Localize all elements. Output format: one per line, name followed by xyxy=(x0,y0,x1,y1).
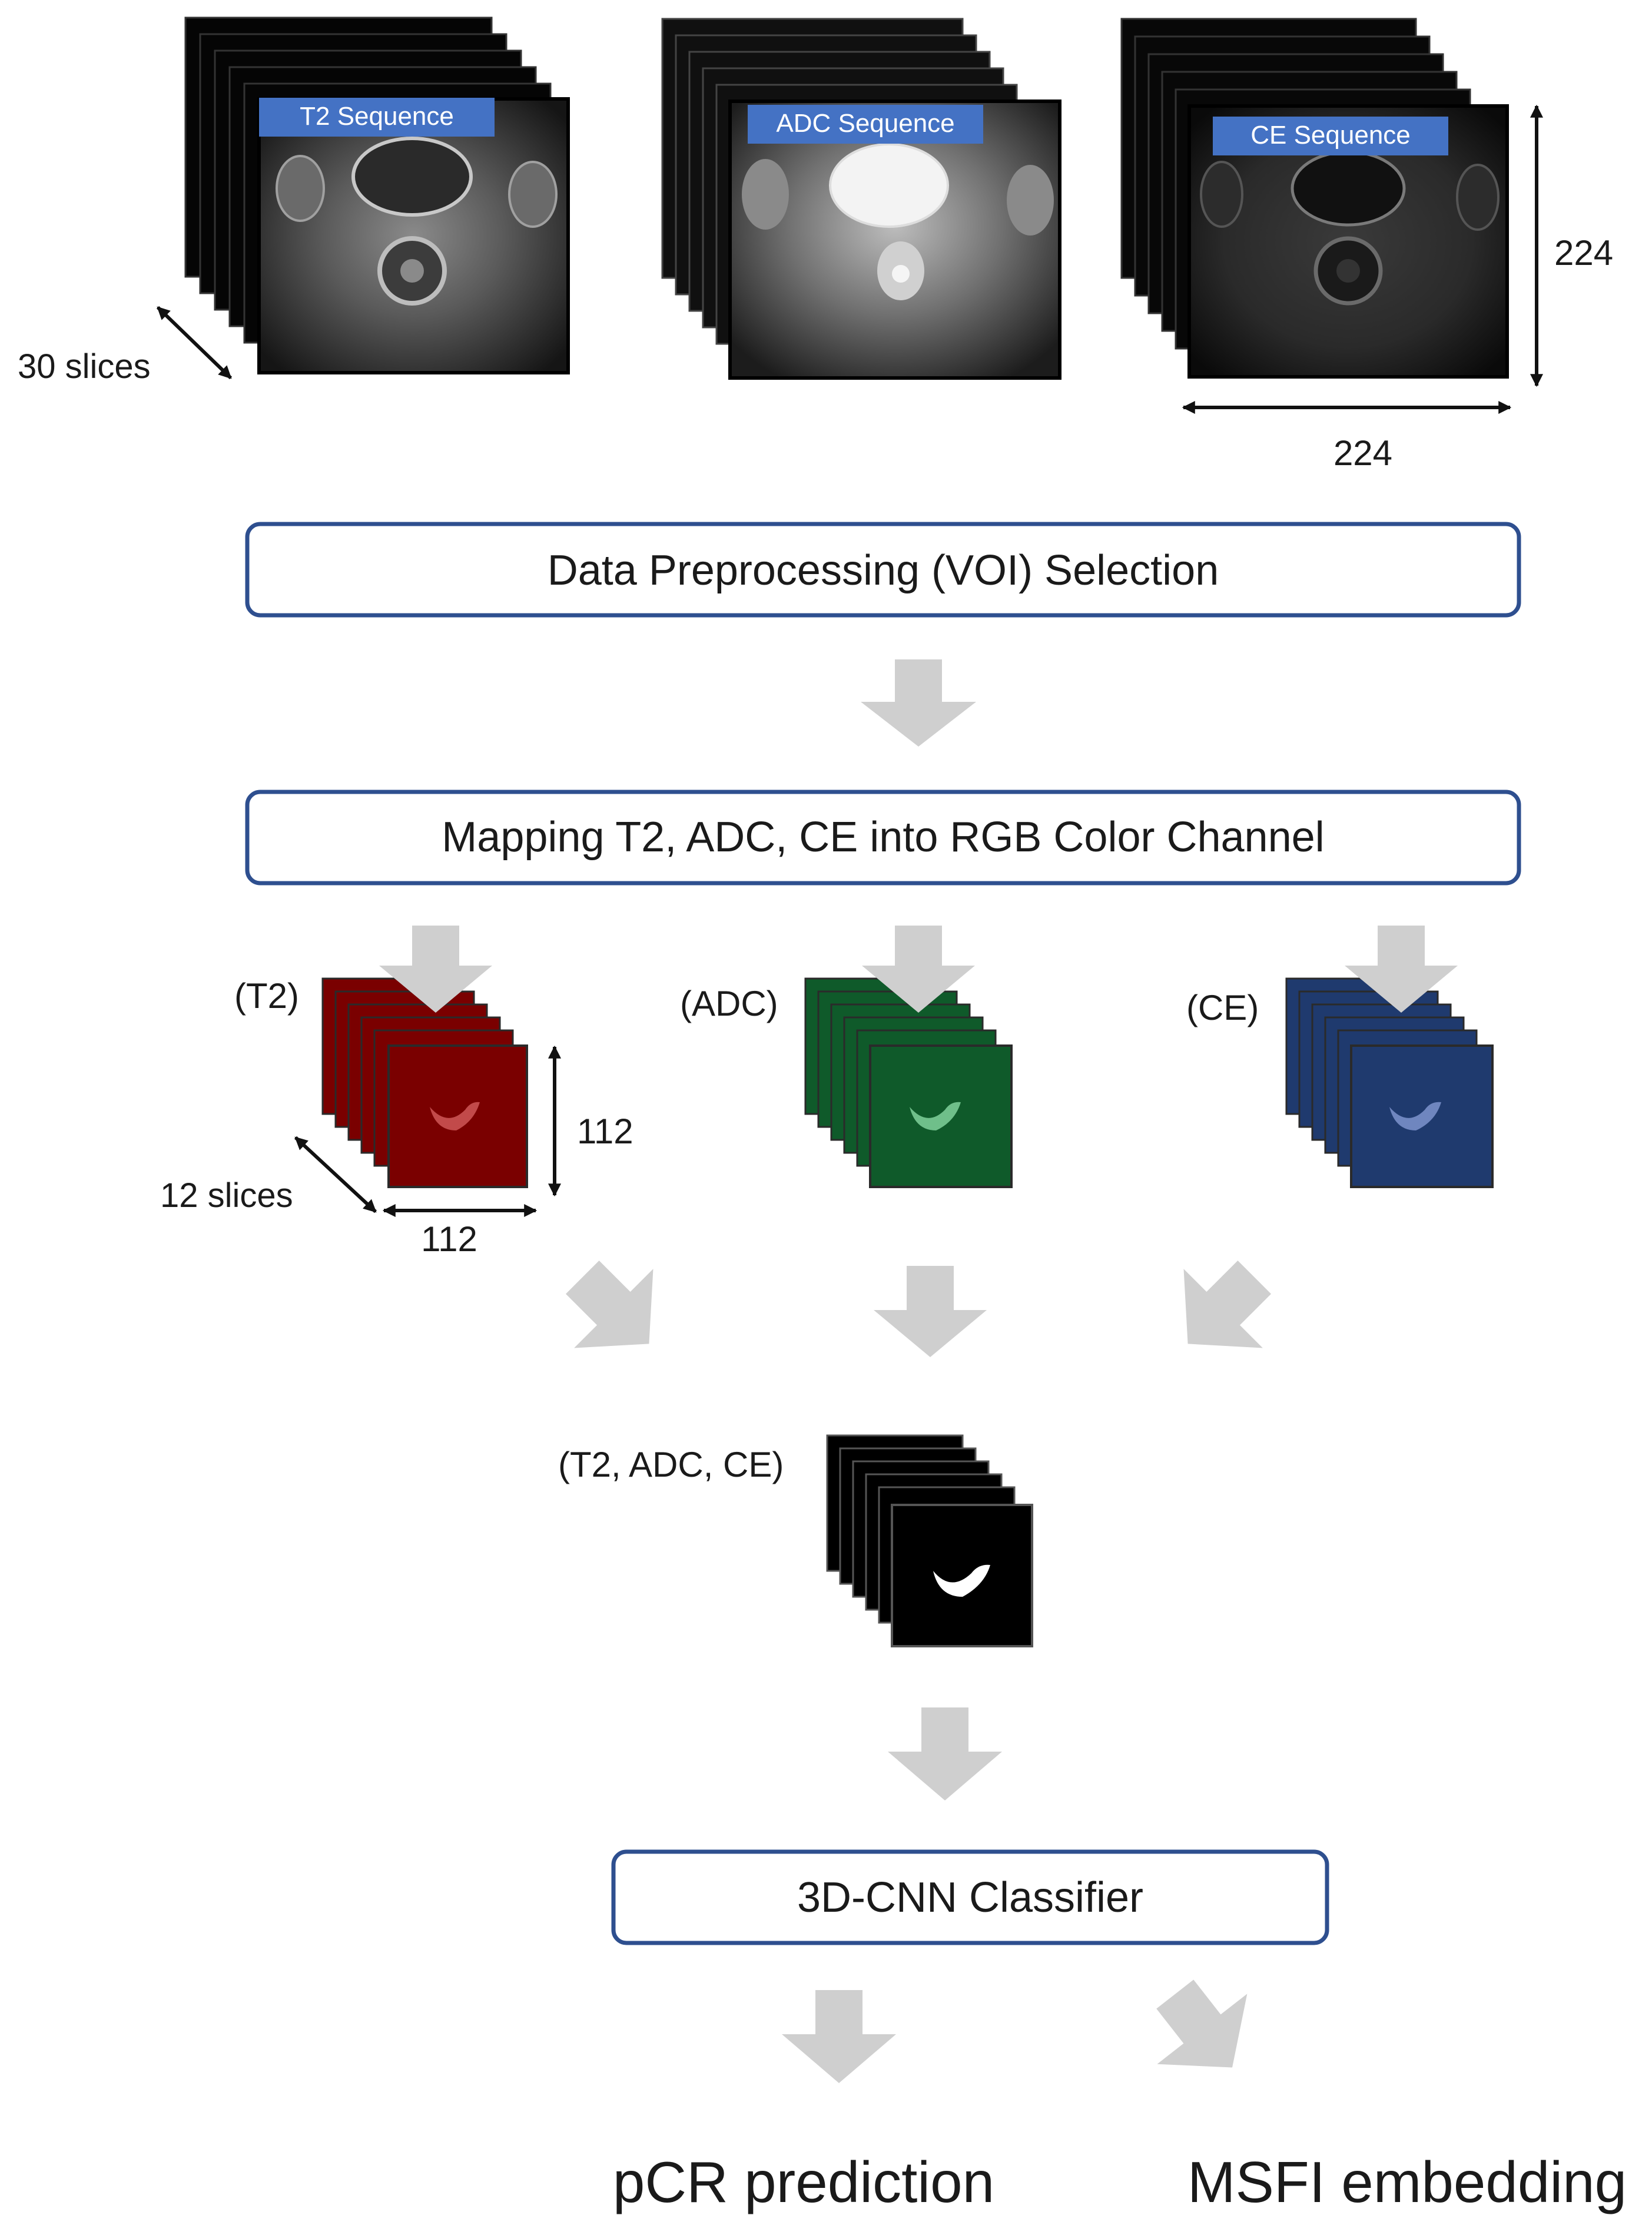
adc-sequence-label: ADC Sequence xyxy=(776,109,954,138)
ce-channel-stack xyxy=(1285,977,1494,1188)
ce-sequence-label-bg xyxy=(1213,117,1448,155)
t2-sequence-label-bg xyxy=(259,98,495,137)
adc-tumor-mask xyxy=(910,1102,961,1130)
flow-arrow-adc xyxy=(862,926,975,1013)
flow-arrow-to-pcr xyxy=(782,1990,896,2083)
depth-arrow-30 xyxy=(156,306,233,380)
flow-arrow-converge-right xyxy=(1183,1261,1271,1348)
combined-front xyxy=(891,1504,1033,1647)
slices-label-12: 12 slices xyxy=(160,1176,293,1215)
adc-sequence-label-bg xyxy=(748,105,983,144)
t2-tumor-mask xyxy=(430,1102,480,1130)
flow-arrow-converge-center xyxy=(874,1266,987,1357)
height-label-112: 112 xyxy=(577,1112,633,1151)
adc-channel-stack xyxy=(804,977,1013,1188)
pcr-prediction-label: pCR prediction xyxy=(613,2150,994,2214)
t2-sequence-label: T2 Sequence xyxy=(300,102,454,131)
width-label-224: 224 xyxy=(1333,433,1392,473)
adc-sequence-stack: ADC Sequence xyxy=(661,18,1061,380)
mapping-label: Mapping T2, ADC, CE into RGB Color Chann… xyxy=(442,814,1324,861)
preprocessing-box xyxy=(245,522,1521,618)
height-label-224: 224 xyxy=(1554,233,1613,273)
t2-channel-stack xyxy=(321,977,528,1188)
flow-arrow-1 xyxy=(861,659,976,747)
flow-arrow-converge-left xyxy=(566,1261,653,1348)
classifier-label: 3D-CNN Classifier xyxy=(797,1874,1143,1921)
flow-arrow-to-classifier xyxy=(888,1707,1002,1800)
adc-channel-label: (ADC) xyxy=(680,984,778,1023)
slices-label-30: 30 slices xyxy=(18,347,151,386)
ce-sequence-label: CE Sequence xyxy=(1250,121,1411,150)
depth-arrow-12 xyxy=(294,1136,377,1213)
classifier-box xyxy=(611,1849,1329,1945)
ce-tumor-mask xyxy=(1389,1102,1441,1130)
preprocessing-label: Data Preprocessing (VOI) Selection xyxy=(548,547,1219,594)
combined-label: (T2, ADC, CE) xyxy=(558,1445,784,1484)
mapping-box xyxy=(245,790,1521,886)
combined-rgb-stack xyxy=(826,1434,1033,1647)
ce-sequence-stack: CE Sequence xyxy=(1120,18,1509,379)
combined-tumor-mask xyxy=(933,1564,990,1597)
msfi-embedding-label: MSFI embedding xyxy=(1187,2150,1627,2214)
flow-arrow-ce xyxy=(1345,926,1458,1013)
flow-arrow-t2 xyxy=(379,926,492,1013)
flow-arrow-to-msfi xyxy=(1156,1979,1248,2068)
width-label-112: 112 xyxy=(421,1219,477,1259)
t2-sequence-stack: T2 Sequence xyxy=(184,16,570,374)
t2-channel-label: (T2) xyxy=(234,976,299,1016)
ce-channel-label: (CE) xyxy=(1186,988,1259,1027)
